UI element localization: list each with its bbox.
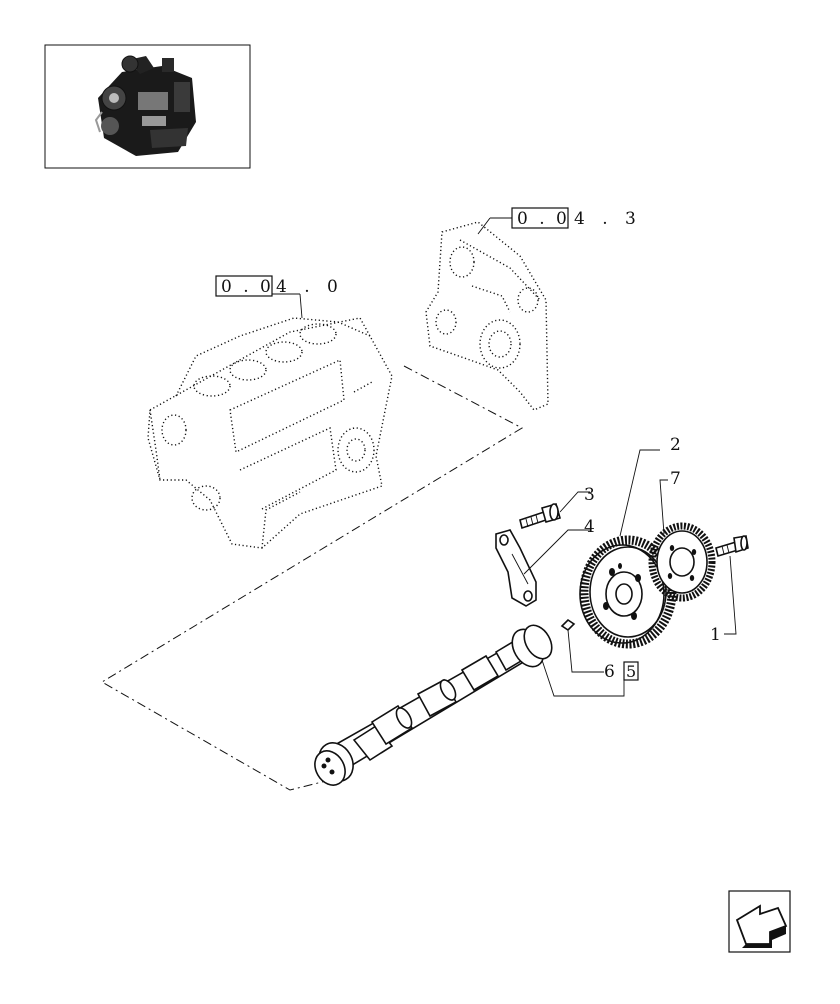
engine-thumbnail-icon[interactable]: [44, 44, 251, 169]
part-1-bolt[interactable]: [715, 535, 749, 558]
callout-2[interactable]: 2: [670, 435, 681, 455]
callout-5[interactable]: 5: [626, 662, 636, 681]
part-5-key[interactable]: [560, 618, 576, 632]
cover-ref-rest: 4 . 3: [574, 209, 642, 229]
callout-7[interactable]: 7: [670, 469, 681, 489]
callout-labels: 2 3 4 7 1 6 5: [584, 435, 721, 682]
block-ref-boxed: 0 . 0: [221, 277, 274, 297]
cover-ref-label[interactable]: 0 . 0 4 . 3: [477, 207, 642, 235]
part-2-camshaft-gear[interactable]: [579, 535, 677, 649]
part-7-gear[interactable]: [648, 522, 716, 602]
callout-6[interactable]: 6: [604, 662, 615, 682]
part-4-thrust-plate[interactable]: [495, 529, 537, 607]
assembly-outline: [101, 365, 524, 791]
part-3-bolt[interactable]: [519, 503, 561, 530]
engine-block[interactable]: [147, 317, 393, 549]
cover-ref-boxed: 0 . 0: [517, 209, 570, 229]
block-ref-label[interactable]: 0 . 0 4 . 0: [215, 275, 344, 319]
block-ref-rest: 4 . 0: [276, 277, 344, 297]
camshaft[interactable]: [309, 620, 558, 790]
callout-5-box: [623, 661, 639, 681]
callout-1[interactable]: 1: [710, 625, 721, 645]
arrow-back-icon[interactable]: [728, 890, 791, 953]
callout-3[interactable]: 3: [584, 485, 595, 505]
timing-cover[interactable]: [425, 221, 549, 411]
leader-lines: [523, 449, 737, 697]
callout-4[interactable]: 4: [584, 517, 595, 537]
